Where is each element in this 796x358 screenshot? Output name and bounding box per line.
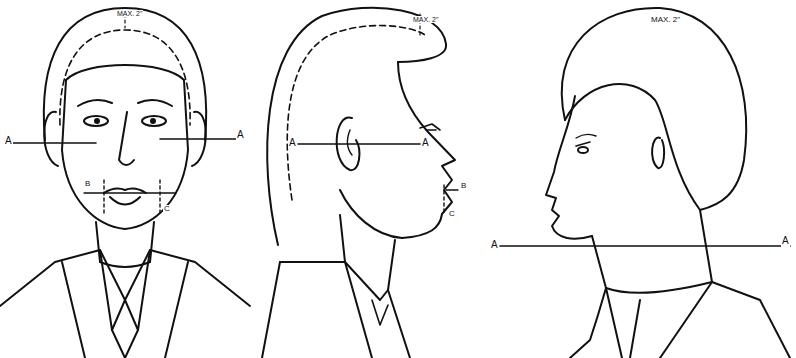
reference-letter: A	[236, 130, 245, 141]
front-head	[0, 8, 250, 358]
reference-letter: C	[448, 210, 456, 218]
reference-letter: A	[4, 136, 13, 147]
reference-letter: A	[781, 236, 790, 247]
reference-letter: A	[421, 138, 430, 149]
max-dimension-label: MAX. 2"	[116, 10, 143, 17]
reference-letter: B	[460, 182, 467, 190]
reference-letter: C	[163, 205, 171, 213]
profile-head	[262, 8, 458, 358]
max-dimension-label: MAX. 2"	[412, 16, 439, 23]
reference-letter: B	[84, 180, 91, 188]
reference-letter: A	[490, 240, 499, 251]
female-profile-head	[500, 8, 790, 358]
reference-letter: A	[288, 138, 297, 149]
max-dimension-label: MAX. 2"	[650, 16, 681, 24]
